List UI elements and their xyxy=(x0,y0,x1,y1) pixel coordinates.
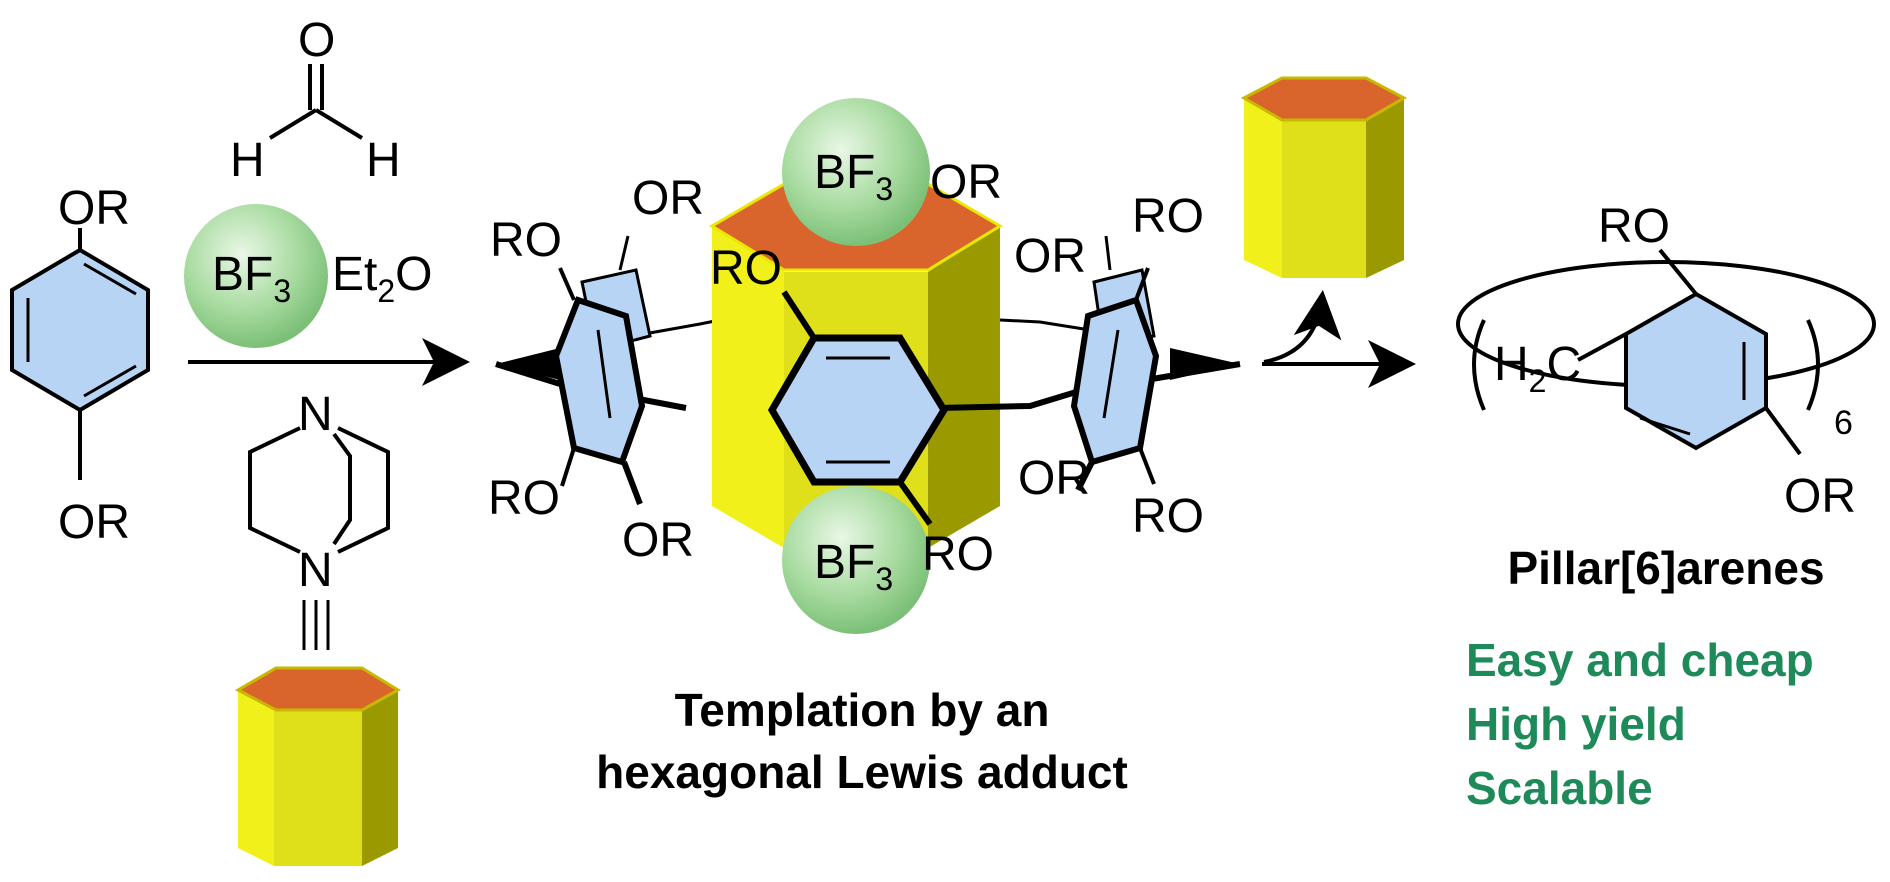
benefit-yield: High yield xyxy=(1466,698,1686,750)
benefit-scalable: Scalable xyxy=(1466,762,1653,814)
int-ro-10: OR xyxy=(1018,452,1090,505)
int-or-11: RO xyxy=(1132,490,1204,543)
pillararene-product: RO OR H2C 6 Pillar[6]arenes Easy and che… xyxy=(1456,200,1876,814)
bf3-bottom-label: BF3 xyxy=(814,536,893,597)
dabco-n-top: N xyxy=(298,388,333,441)
prism-top-face xyxy=(234,666,401,712)
dabco-n-bottom: N xyxy=(298,544,333,597)
hexagonal-prism-bottom xyxy=(234,666,401,866)
int-or-9: RO xyxy=(1132,190,1204,243)
intermediate-ring-left xyxy=(552,296,646,466)
product-ch2: H2C xyxy=(1494,338,1581,399)
prism-top-face-released xyxy=(1240,76,1408,122)
repeat-count: 6 xyxy=(1834,404,1853,442)
int-or-4: OR xyxy=(930,156,1002,209)
formaldehyde-h-right: H xyxy=(366,134,401,187)
caption-line-1: Templation by an xyxy=(675,684,1050,736)
dabco: N N xyxy=(248,388,390,650)
formaldehyde-o: O xyxy=(298,14,335,67)
product-or: OR xyxy=(1784,470,1856,523)
monomer-or-bottom: OR xyxy=(58,496,130,549)
formaldehyde-h-left: H xyxy=(230,134,265,187)
bf3-sphere-top xyxy=(782,98,930,246)
product-ro: RO xyxy=(1598,200,1670,253)
int-ro-8: OR xyxy=(1014,230,1086,283)
monomer-or-top: OR xyxy=(58,182,130,235)
formaldehyde: O H H xyxy=(230,14,401,187)
etherate-label: Et2O xyxy=(332,248,433,309)
bf3-etherate: BF3 Et2O xyxy=(184,204,433,348)
int-or-2: OR xyxy=(632,172,704,225)
int-ro-3: RO xyxy=(710,242,782,295)
intermediate-ring-right xyxy=(1070,296,1160,466)
bf3-sphere xyxy=(184,204,328,348)
prism-right-face xyxy=(928,226,1000,548)
prism-left-face xyxy=(712,226,784,548)
bf3-top-label: BF3 xyxy=(814,146,893,207)
monomer-dialkoxybenzene: OR OR xyxy=(10,182,150,549)
caption-line-2: hexagonal Lewis adduct xyxy=(596,746,1128,798)
int-ro-5: RO xyxy=(488,472,560,525)
int-ro-1: RO xyxy=(490,214,562,267)
release-arrow xyxy=(1263,290,1342,364)
templated-intermediate: BF3 BF3 RO OR RO OR RO OR RO OR xyxy=(488,98,1241,798)
bf3-sphere-bottom xyxy=(782,486,930,634)
product-name: Pillar[6]arenes xyxy=(1507,542,1824,594)
hexagonal-prism-released xyxy=(1240,76,1408,278)
monomer-benzene-ring xyxy=(10,247,150,413)
int-or-6: OR xyxy=(622,514,694,567)
benefit-easy: Easy and cheap xyxy=(1466,634,1814,686)
bf3-label: BF3 xyxy=(212,248,291,309)
int-or-7: RO xyxy=(922,528,994,581)
